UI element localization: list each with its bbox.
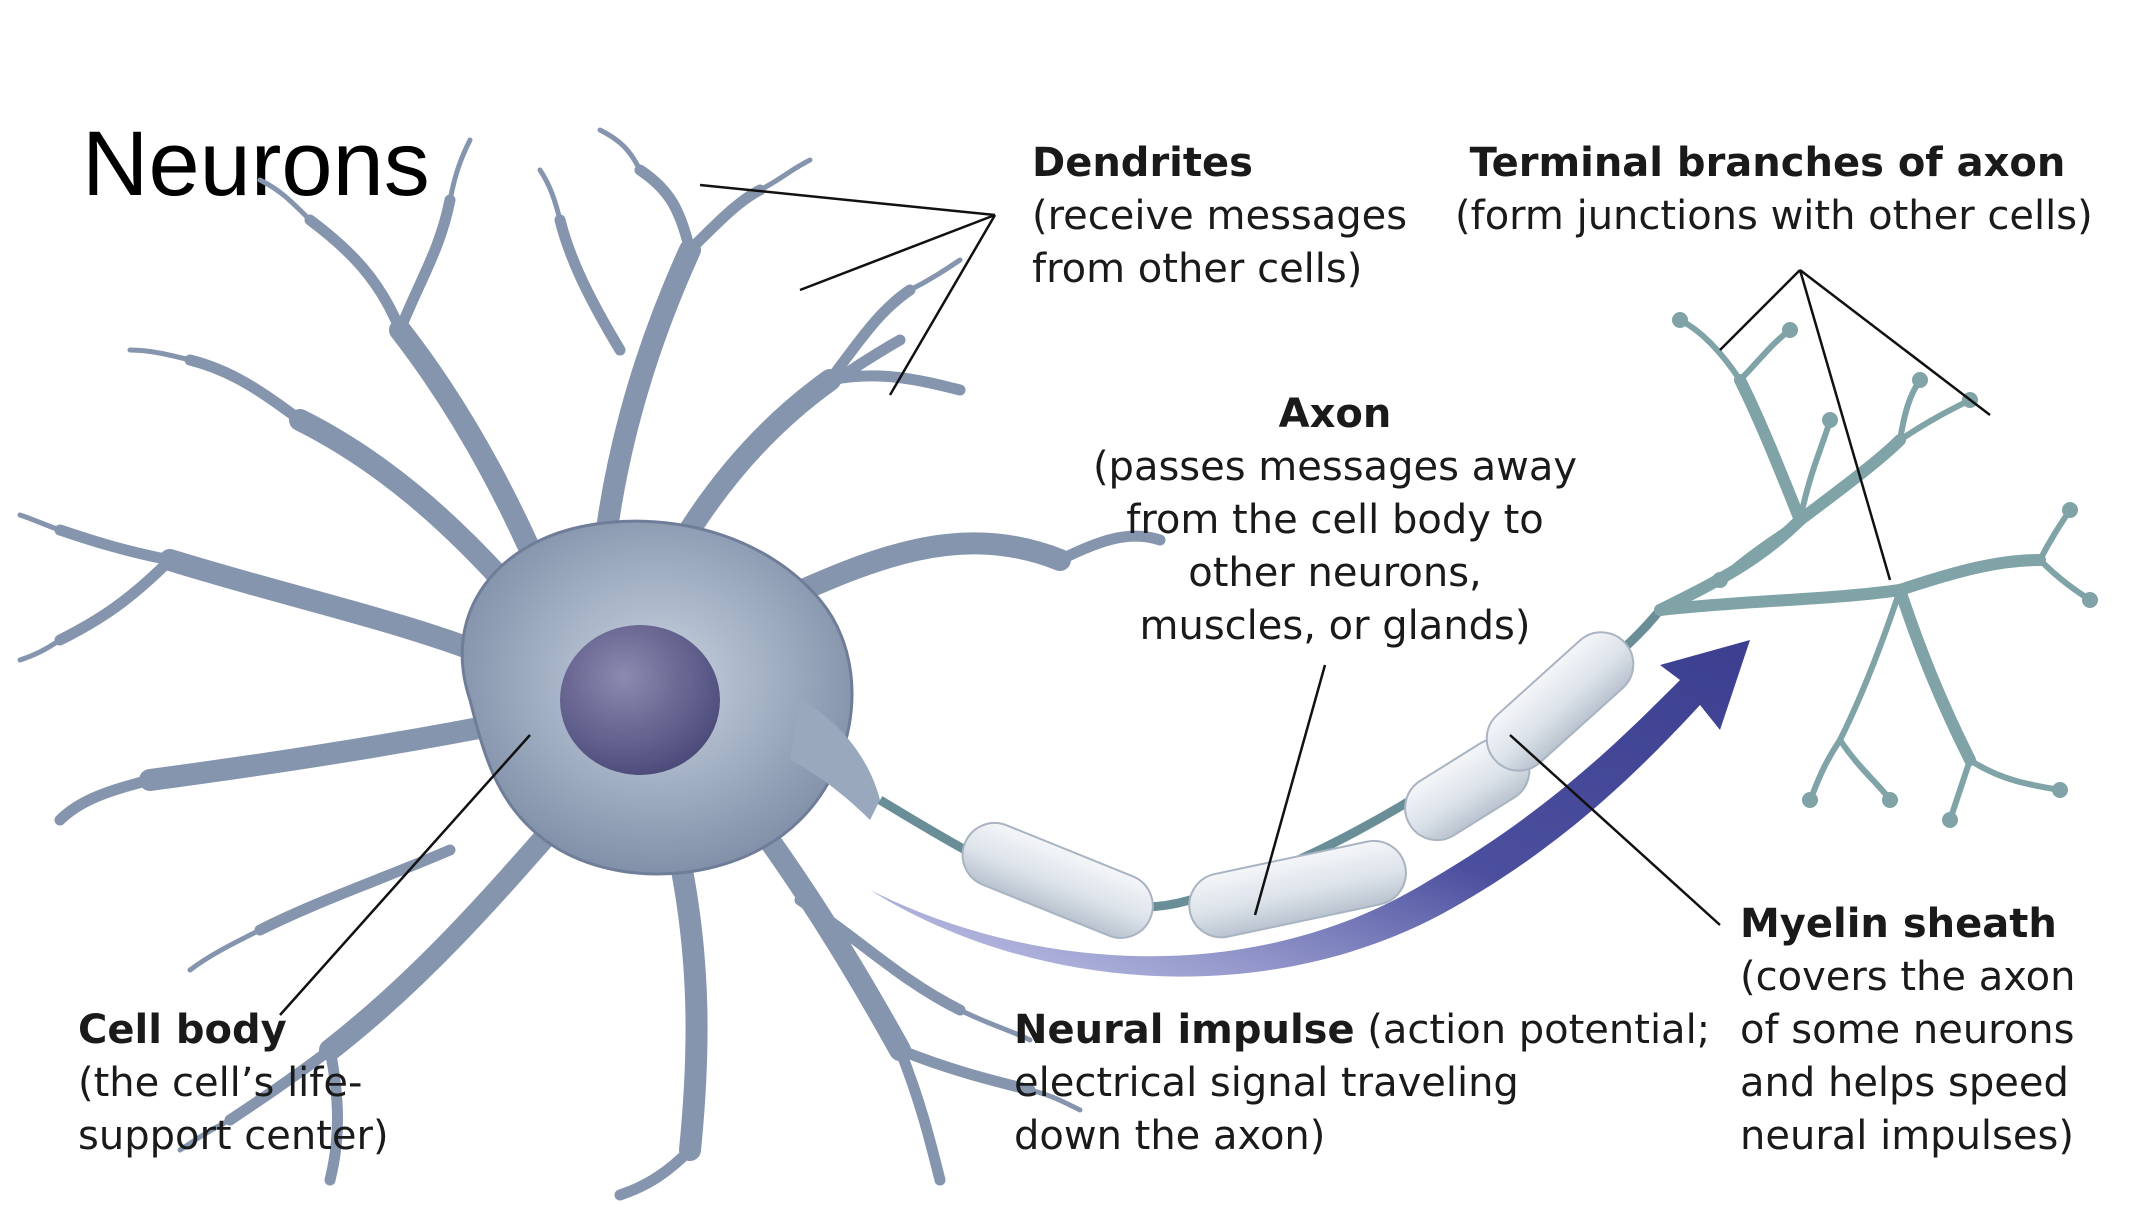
dendrites-line1: (receive messages [1032, 193, 1408, 239]
terminal-branches [1654, 312, 2098, 828]
myelin-line3: and helps speed [1740, 1060, 2069, 1106]
myelin-line1: (covers the axon [1740, 954, 2076, 1000]
myelin-line2: of some neurons [1740, 1007, 2075, 1053]
myelin-line4: neural impulses) [1740, 1113, 2074, 1159]
cell-body-line1: (the cell’s life- [78, 1060, 363, 1106]
terminal-heading: Terminal branches of axon [1469, 140, 2066, 186]
axon-line2: from the cell body to [1126, 497, 1544, 543]
nucleus [560, 625, 720, 775]
axon-line4: muscles, or glands) [1139, 603, 1531, 649]
impulse-heading: Neural impulse [1014, 1007, 1355, 1053]
impulse-line1: (action potential; [1354, 1007, 1711, 1053]
myelin-heading: Myelin sheath [1740, 901, 2057, 947]
page-title: Neurons [82, 113, 430, 215]
impulse-line3: down the axon) [1014, 1113, 1326, 1159]
terminal-line1: (form junctions with other cells) [1455, 193, 2093, 239]
axon-line1: (passes messages away [1092, 444, 1578, 490]
myelin-sheath [961, 631, 1635, 939]
cell-body-label: Cell body (the cell’s life- support cent… [78, 1004, 389, 1163]
terminal-branches-label: Terminal branches of axon (form junction… [1455, 137, 2093, 243]
myelin-sheath-label: Myelin sheath (covers the axon of some n… [1740, 898, 2076, 1163]
dendrites-line2: from other cells) [1032, 246, 1363, 292]
axon-label: Axon (passes messages away from the cell… [1090, 388, 1580, 653]
neural-impulse-label: Neural impulse (action potential; electr… [1014, 1004, 1710, 1163]
cell-body-heading: Cell body [78, 1007, 287, 1053]
cell-body-line2: support center) [78, 1113, 389, 1159]
leader-lines [279, 183, 1991, 1016]
dendrites-heading: Dendrites [1032, 140, 1253, 186]
axon-heading: Axon [1278, 391, 1392, 437]
neural-impulse-arrow [870, 640, 1750, 977]
impulse-line2: electrical signal traveling [1014, 1060, 1519, 1106]
axon-line3: other neurons, [1188, 550, 1482, 596]
dendrites-label: Dendrites (receive messages from other c… [1032, 137, 1407, 296]
